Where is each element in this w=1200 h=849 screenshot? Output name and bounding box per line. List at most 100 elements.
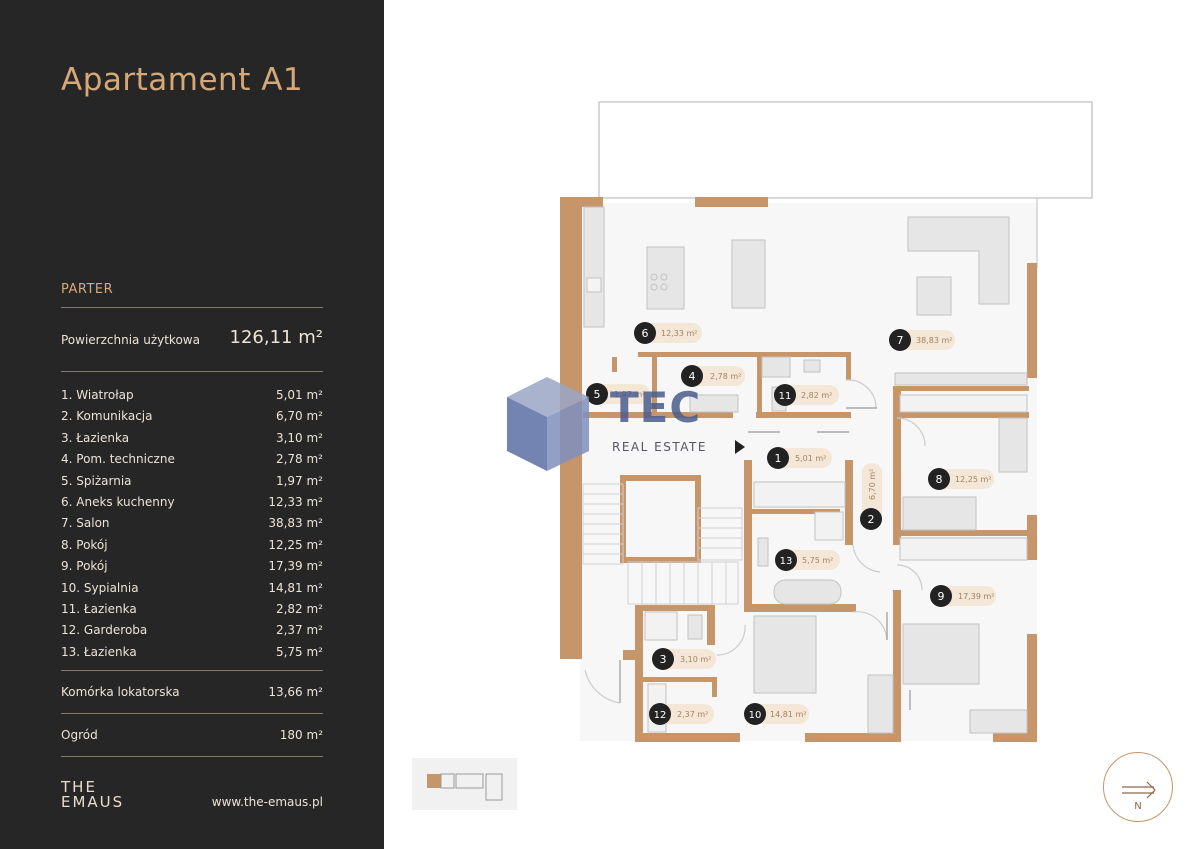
garden-label: Ogród xyxy=(61,728,98,742)
desk xyxy=(969,709,1028,734)
room-row: 6. Aneks kuchenny 12,33 m² xyxy=(61,492,323,513)
play-arrow-icon xyxy=(735,440,745,454)
washbasin xyxy=(757,537,769,567)
room-area: 5,75 m² xyxy=(275,644,323,659)
room-name: 10. Sypialnia xyxy=(61,580,139,595)
wall xyxy=(993,733,1037,742)
cooktop-burner-icon xyxy=(660,283,668,291)
corner-sofa xyxy=(907,216,1010,305)
door-swing xyxy=(845,379,877,409)
door-swing xyxy=(852,544,881,573)
door-swing xyxy=(716,624,746,656)
shower xyxy=(644,611,678,641)
wall xyxy=(638,352,750,357)
wall xyxy=(846,352,851,380)
room-number-badge xyxy=(775,549,797,571)
wall xyxy=(583,412,733,418)
room-number: 10 xyxy=(749,710,762,721)
wall xyxy=(1027,263,1037,378)
room-number-badge xyxy=(681,365,703,387)
room-label-1: 1 5,01 m² xyxy=(767,447,832,469)
room-area: 2,78 m² xyxy=(275,452,323,467)
washbasin xyxy=(803,359,821,373)
cube-top xyxy=(507,377,589,417)
brand-line: THE xyxy=(61,778,97,796)
room-name: 6. Aneks kuchenny xyxy=(61,494,175,509)
tv-cabinet xyxy=(894,372,1028,386)
wall xyxy=(712,677,717,697)
tec-wordmark: TEC xyxy=(610,383,702,432)
wall xyxy=(560,197,603,207)
divider xyxy=(61,670,323,671)
stairs xyxy=(627,561,739,605)
wall xyxy=(893,530,1029,536)
room-name: 5. Spiżarnia xyxy=(61,473,132,488)
room-label-13: 13 5,75 m² xyxy=(775,549,840,571)
room-area: 2,37 m² xyxy=(275,623,323,638)
door-swing xyxy=(852,611,888,641)
wall xyxy=(623,650,637,660)
wall xyxy=(635,733,740,742)
room-label-2: 2 6,70 m² xyxy=(860,463,882,530)
room-area: 38,83 m² xyxy=(268,516,323,531)
room-area: 2,82 m² xyxy=(801,391,832,400)
room-area: 12,25 m² xyxy=(955,475,991,484)
room-area: 38,83 m² xyxy=(916,336,952,345)
room-area: 12,25 m² xyxy=(268,537,323,552)
room-area: 3,10 m² xyxy=(680,655,711,664)
cooktop-burner-icon xyxy=(660,273,668,281)
brand-line: EMAUS xyxy=(61,793,125,811)
room-area: 6,70 m² xyxy=(275,409,323,424)
north-label: N xyxy=(1134,801,1142,812)
room-number-badge xyxy=(774,384,796,406)
room-label-8: 8 12,25 m² xyxy=(928,468,994,490)
room-number-badge xyxy=(652,648,674,670)
wardrobe xyxy=(753,481,846,508)
room-label-12: 12 2,37 m² xyxy=(649,703,714,725)
room-area: 12,33 m² xyxy=(661,329,697,338)
shower xyxy=(761,356,791,378)
room-label-7: 7 38,83 m² xyxy=(889,329,955,351)
bed xyxy=(902,623,980,685)
room-area: 14,81 m² xyxy=(770,710,806,719)
appliance xyxy=(689,394,739,413)
room-number: 4 xyxy=(689,370,696,383)
room-area: 12,33 m² xyxy=(268,494,323,509)
storage-value: 13,66 m² xyxy=(268,685,323,699)
bathtub xyxy=(773,579,842,605)
wall xyxy=(612,357,617,372)
toilet xyxy=(687,614,703,640)
usable-area-label: Powierzchnia użytkowa xyxy=(61,333,200,347)
divider xyxy=(61,713,323,714)
room-row: 11. Łazienka 2,82 m² xyxy=(61,599,323,620)
room-label-11: 11 2,82 m² xyxy=(774,384,839,406)
room-number: 13 xyxy=(780,556,793,567)
cube-logo-icon xyxy=(507,377,589,471)
room-number: 1 xyxy=(775,452,782,465)
wall xyxy=(893,590,901,742)
room-number: 6 xyxy=(642,327,649,340)
room-number-badge xyxy=(928,468,950,490)
wall xyxy=(635,605,643,742)
floor-plan: 1 5,01 m² 2 6,70 m² 3 3,10 m² 4 2,78 m² … xyxy=(412,101,1093,810)
room-area: 5,01 m² xyxy=(795,454,826,463)
room-name: 12. Garderoba xyxy=(61,623,148,638)
room-name: 11. Łazienka xyxy=(61,601,137,616)
room-area: 2,82 m² xyxy=(275,601,323,616)
room-name: 2. Komunikacja xyxy=(61,409,153,424)
room-number: 9 xyxy=(938,590,945,603)
website-link[interactable]: www.the-emaus.pl xyxy=(211,795,323,809)
room-name: 3. Łazienka xyxy=(61,430,130,445)
coffee-table xyxy=(916,276,952,316)
wall xyxy=(695,197,768,207)
wall xyxy=(745,509,840,514)
wall xyxy=(845,460,853,545)
room-area: 1,97 m² xyxy=(275,473,323,488)
door-swing xyxy=(896,417,926,447)
key-plan-unit xyxy=(485,773,503,801)
